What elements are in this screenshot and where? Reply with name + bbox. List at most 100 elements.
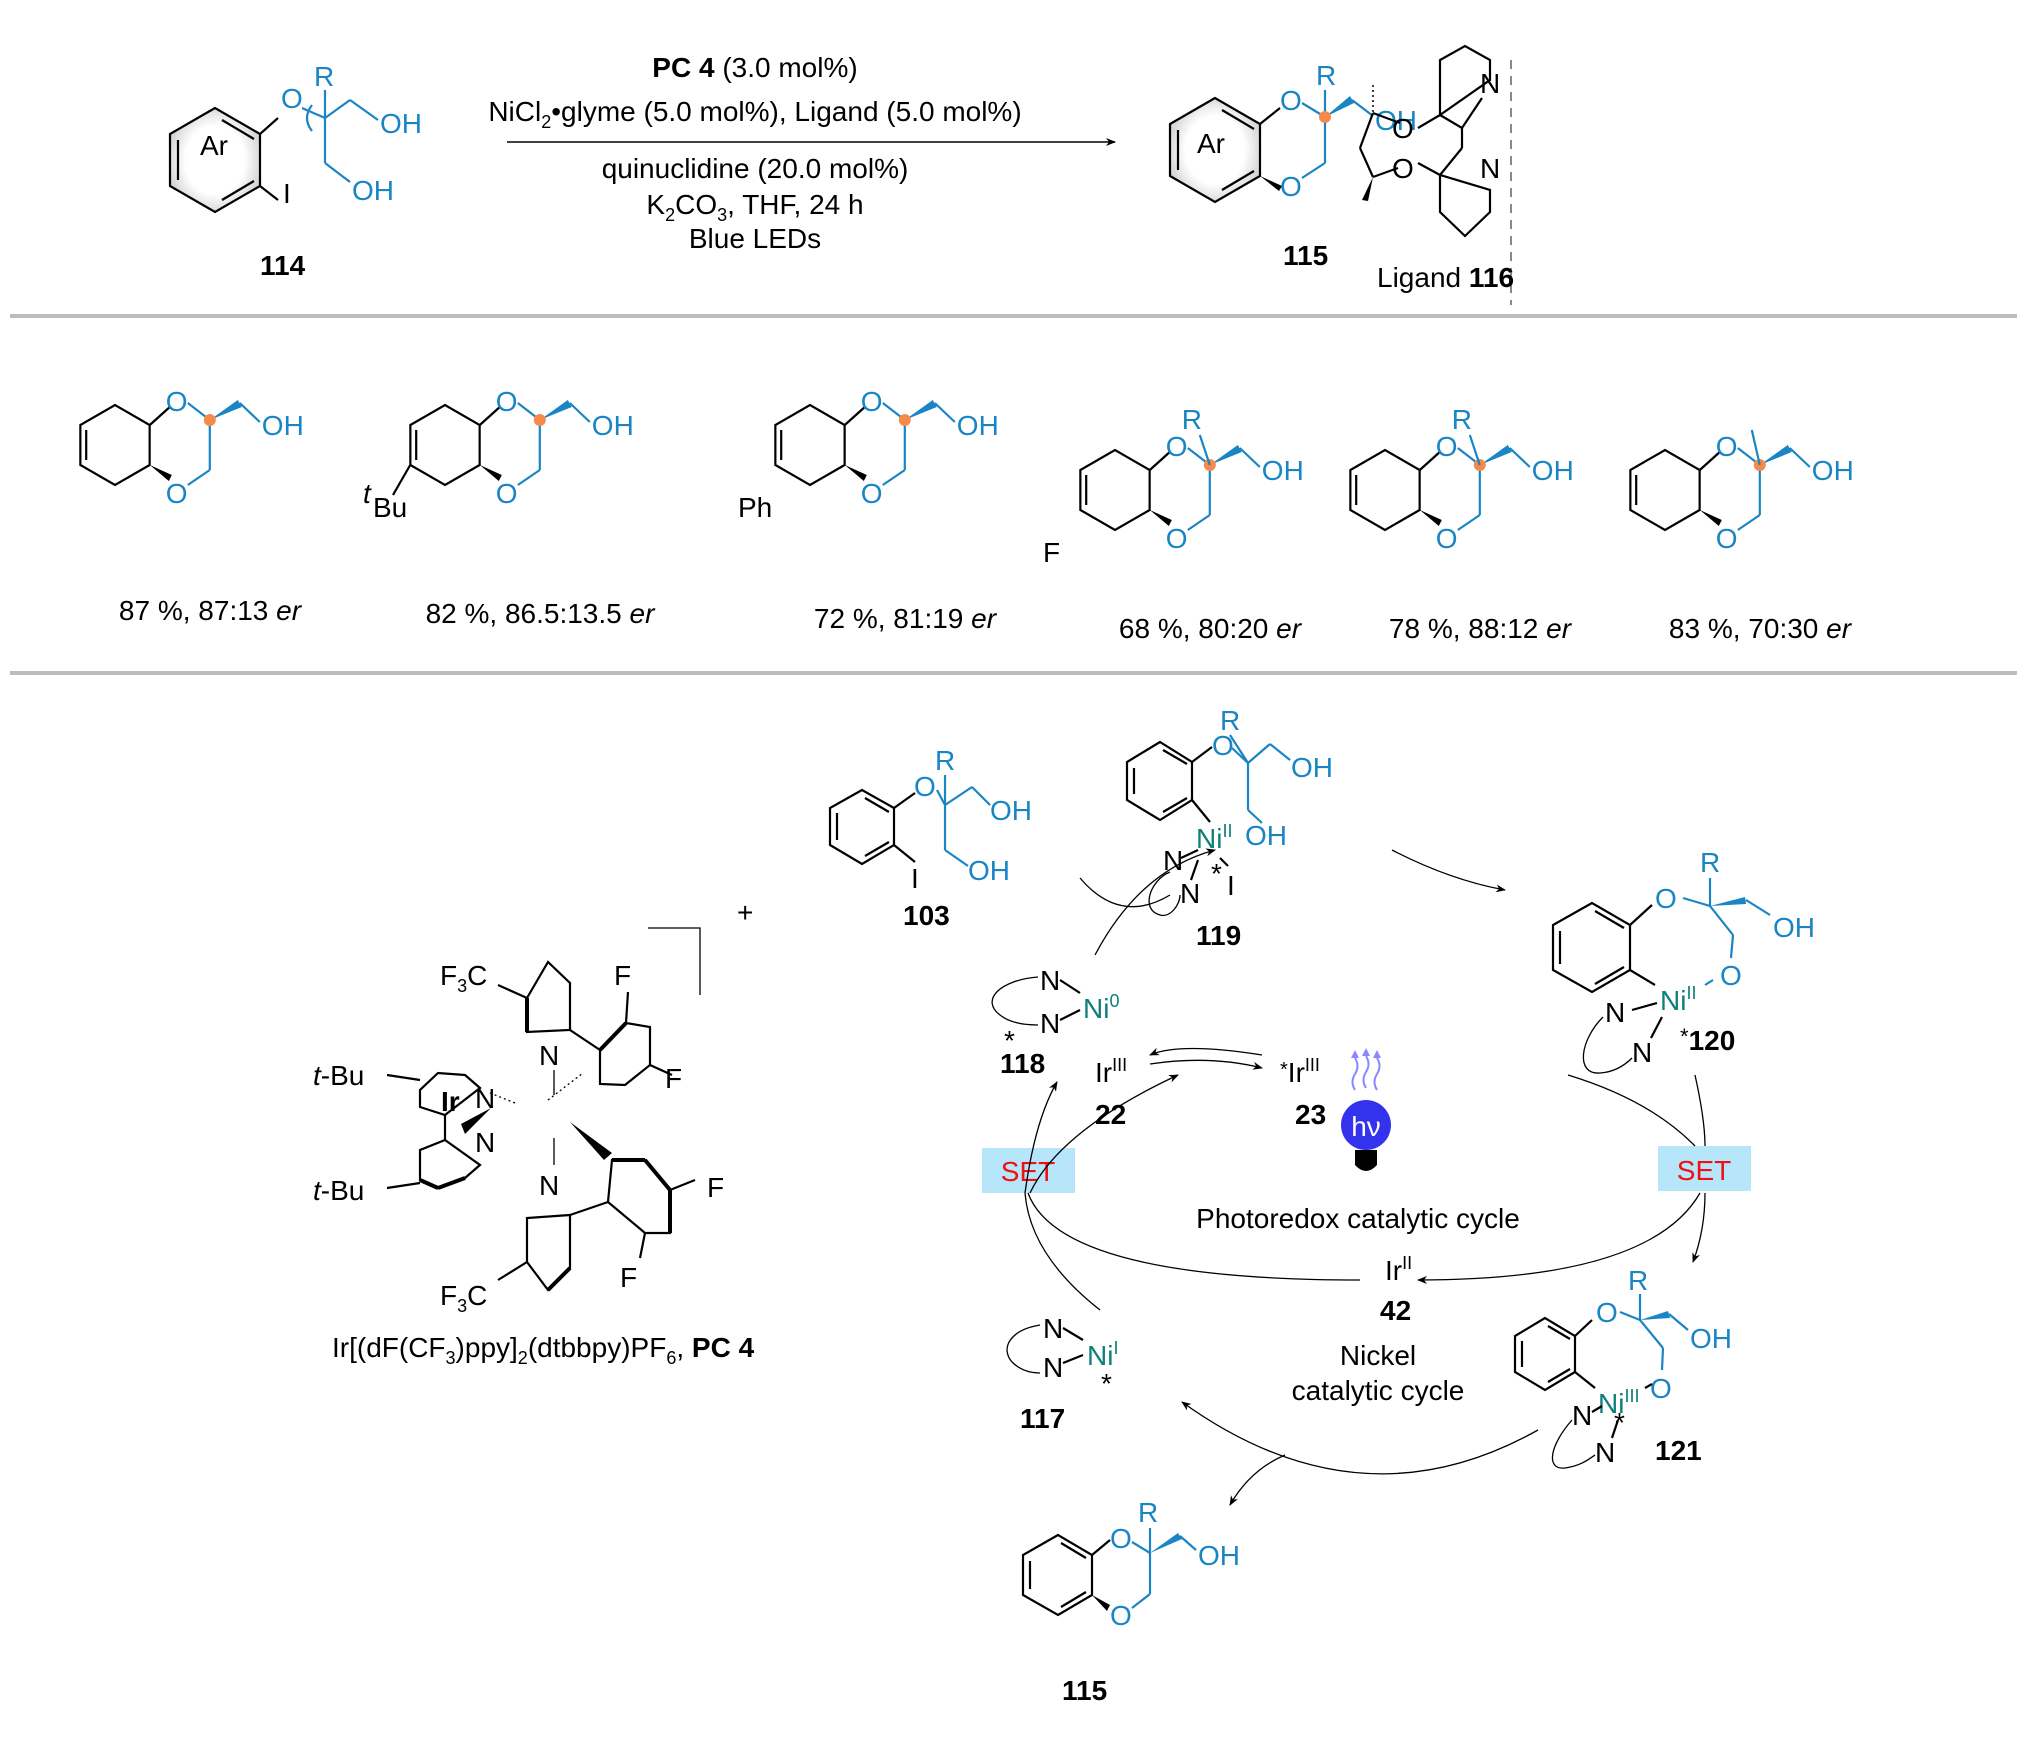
benzene-ring xyxy=(774,403,846,487)
nickel-label: NiII xyxy=(1660,983,1696,1016)
compound-number-103: 103 xyxy=(903,900,950,931)
nickel-label: NiIII xyxy=(1598,1386,1639,1419)
benzene-ring xyxy=(79,403,151,487)
compound-number-22: 22 xyxy=(1095,1099,1126,1130)
oxygen-label: O xyxy=(1436,523,1458,554)
catalytic-cycle: O R OH OH I 103 O R OH xyxy=(828,705,1815,1706)
fluorine-label: F xyxy=(614,960,631,991)
light-bulb-icon: hν xyxy=(1341,1048,1391,1171)
nitrogen-label: N xyxy=(1632,1037,1652,1068)
benzene-ring xyxy=(1629,448,1701,532)
excited-iridium-23: *IrIII xyxy=(1280,1055,1320,1088)
yield-er-label: 68 %, 80:20 er xyxy=(1119,613,1303,644)
r-group-label: R xyxy=(1182,404,1202,435)
reaction-conditions: PC 4 (3.0 mol%) NiCl2•glyme (5.0 mol%), … xyxy=(488,52,1116,254)
iridium-iii-22: IrIII xyxy=(1095,1055,1127,1088)
compound-number-115: 115 xyxy=(1283,240,1328,271)
substituent-prefix: t xyxy=(363,478,372,509)
compound-115-product: O R OH O 115 xyxy=(1021,1497,1240,1706)
nitrogen-label: N xyxy=(539,1170,559,1201)
stereocenter-dot xyxy=(203,414,216,426)
compound-119-nickel-ii: O R OH OH NiII N N * I 119 xyxy=(1125,705,1333,951)
tert-butyl-label: t-Bu xyxy=(313,1175,364,1206)
fluorine-label: F xyxy=(707,1172,724,1203)
photoredox-cycle-label: Photoredox catalytic cycle xyxy=(1196,1203,1520,1234)
oxygen-label: O xyxy=(1655,883,1677,914)
nickel-label: NiII xyxy=(1196,821,1232,854)
oxygen-label: O xyxy=(861,386,883,417)
compound-117-nickel-i: N N NiI * 117 xyxy=(1006,1313,1118,1434)
oxygen-label: O xyxy=(1716,431,1738,462)
iridium-label: Ir xyxy=(441,1086,460,1117)
nitrogen-label: N xyxy=(1572,1400,1592,1431)
r-group-label: R xyxy=(1138,1497,1158,1528)
hydroxyl-label: OH xyxy=(968,855,1010,886)
nitrogen-label: N xyxy=(475,1127,495,1158)
set-label: SET xyxy=(1677,1155,1731,1186)
stereocenter-dot xyxy=(1319,111,1331,123)
compound-number-120: *120 xyxy=(1680,1024,1735,1056)
r-group-label: R xyxy=(1452,404,1472,435)
fluorine-label: F xyxy=(665,1063,682,1094)
ar-label: Ar xyxy=(200,130,228,161)
iodine-label: I xyxy=(283,178,291,209)
r-group-label: R xyxy=(314,61,334,92)
nitrogen-label: N xyxy=(1040,1008,1060,1039)
compound-120-nickel-ii-alkoxide: O R OH O NiII N N *120 xyxy=(1551,847,1815,1074)
oxygen-label: O xyxy=(1280,85,1302,116)
yield-er-label: 82 %, 86.5:13.5 er xyxy=(426,598,657,629)
chiral-star: * xyxy=(1614,1407,1625,1438)
hydroxyl-label: OH xyxy=(957,410,999,441)
oxygen-label: O xyxy=(914,771,936,802)
hydroxyl-label: OH xyxy=(1245,820,1287,851)
hydroxyl-label: OH xyxy=(1262,455,1304,486)
oxygen-label: O xyxy=(1392,113,1414,144)
oxygen-label: O xyxy=(1110,1600,1132,1631)
nitrogen-label: N xyxy=(1043,1313,1063,1344)
hv-label: hν xyxy=(1351,1111,1381,1142)
r-group-label: R xyxy=(1220,705,1240,736)
yield-er-label: 87 %, 87:13 er xyxy=(119,595,303,626)
nitrogen-label: N xyxy=(539,1040,559,1071)
compound-number-119: 119 xyxy=(1196,920,1241,951)
ligand-116: O O N N Ligand 116 xyxy=(1358,44,1514,293)
stereocenter-dot xyxy=(898,414,911,426)
condition-photocatalyst: PC 4 (3.0 mol%) xyxy=(652,52,857,83)
r-group-label: R xyxy=(1628,1265,1648,1296)
nickel-cycle-label-line2: catalytic cycle xyxy=(1292,1375,1465,1406)
hydroxyl-label: OH xyxy=(990,795,1032,826)
benzene-ring xyxy=(1079,448,1151,532)
condition-additive: quinuclidine (20.0 mol%) xyxy=(602,153,909,184)
oxygen-label: O xyxy=(496,386,518,417)
oxygen-label: O xyxy=(861,478,883,509)
ligand-caption: Ligand 116 xyxy=(1377,262,1514,293)
oxygen-label: O xyxy=(1596,1297,1618,1328)
hydroxyl-label: OH xyxy=(1532,455,1574,486)
chiral-star: * xyxy=(1211,858,1222,889)
yield-er-label: 72 %, 81:19 er xyxy=(814,603,998,634)
charge-bracket xyxy=(648,927,701,995)
chiral-star: * xyxy=(1004,1025,1015,1056)
nitrogen-label: N xyxy=(1480,68,1500,99)
compound-number-114: 114 xyxy=(260,250,306,281)
set-box-right: SET xyxy=(1658,1146,1751,1191)
oxygen-label: O xyxy=(166,478,188,509)
nitrogen-label: N xyxy=(1043,1352,1063,1383)
oxygen-label: O xyxy=(281,83,303,114)
hydroxyl-label: OH xyxy=(1198,1540,1240,1571)
substituent-label: F xyxy=(1043,537,1060,568)
nickel-label: Ni0 xyxy=(1083,991,1119,1024)
yield-er-label: 78 %, 88:12 er xyxy=(1389,613,1573,644)
compound-number-117: 117 xyxy=(1020,1403,1065,1434)
compound-103: O R OH OH I 103 xyxy=(828,745,1032,931)
oxygen-label: O xyxy=(1720,960,1742,991)
hydroxyl-label: OH xyxy=(352,175,394,206)
compound-number-121: 121 xyxy=(1655,1435,1702,1466)
fluorine-label: F xyxy=(620,1262,637,1293)
starting-material-114: Ar O R OH OH I 114 xyxy=(168,61,422,281)
oxygen-label: O xyxy=(1716,523,1738,554)
